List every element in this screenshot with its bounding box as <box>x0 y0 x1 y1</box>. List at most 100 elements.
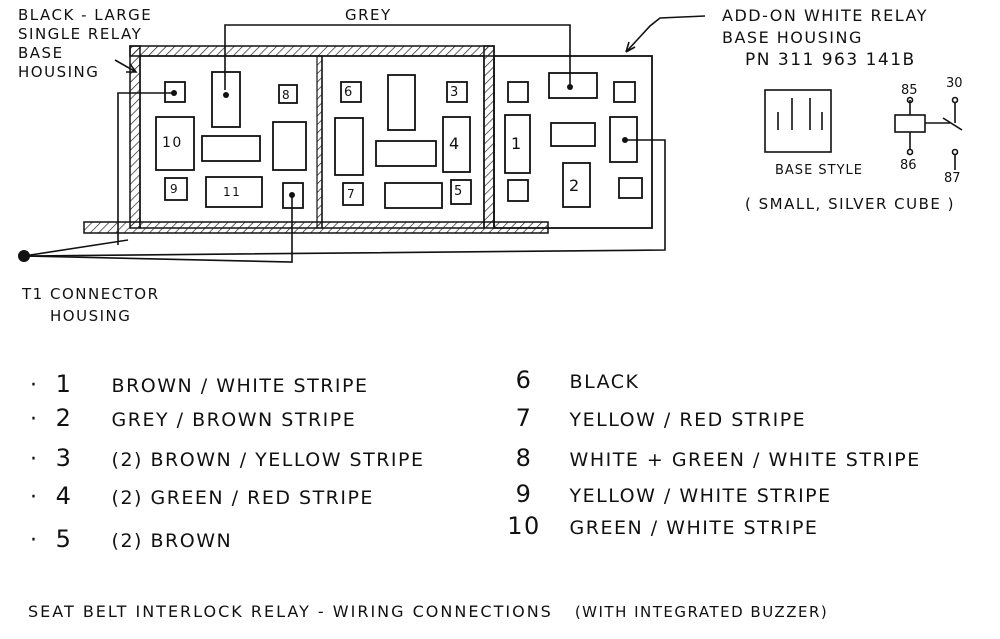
t1-connector-dot <box>18 250 30 262</box>
slot-number-9: 9 <box>170 182 180 196</box>
slot-8 <box>278 84 298 104</box>
black-relay-base-housing <box>129 45 495 229</box>
slot-upper-left <box>164 81 186 103</box>
legend-desc: (2) BROWN / YELLOW STRIPE <box>111 449 425 471</box>
legend-item: ·5 (2) BROWN <box>30 525 233 553</box>
legend-num: 8 <box>515 444 533 472</box>
legend-item: ·4 (2) GREEN / RED STRIPE <box>30 482 374 510</box>
slot-7 <box>342 182 364 206</box>
slot-right-tall <box>272 121 307 171</box>
slot-3 <box>446 81 468 103</box>
legend-num: 6 <box>515 366 533 394</box>
base-style-label: BASE STYLE <box>775 163 863 178</box>
legend-desc: YELLOW / WHITE STRIPE <box>569 485 832 507</box>
addon-slot-9 <box>618 177 643 199</box>
relay-pin-30: 30 <box>946 76 963 91</box>
slot-number-3: 3 <box>450 85 460 100</box>
t1-connector-line-2: HOUSING <box>50 307 132 325</box>
black-housing-line-4: HOUSING <box>18 63 100 81</box>
legend-desc: (2) GREEN / RED STRIPE <box>111 487 374 509</box>
addon-slot-5 <box>550 122 596 147</box>
relay-pin-87: 87 <box>944 171 961 186</box>
wire-left-slot <box>23 92 174 257</box>
slot-1 <box>504 114 531 174</box>
wire-addon <box>23 139 666 257</box>
legend-item: ·2 GREY / BROWN STRIPE <box>30 404 357 432</box>
slot-number-5: 5 <box>454 184 464 199</box>
slot-horizontal <box>201 135 261 162</box>
caption-main: SEAT BELT INTERLOCK RELAY - WIRING CONNE… <box>28 602 553 621</box>
addon-white-relay-base-housing <box>493 55 653 229</box>
relay-pin-86: 86 <box>900 158 917 173</box>
diagram-caption: SEAT BELT INTERLOCK RELAY - WIRING CONNE… <box>28 602 828 621</box>
legend-num: 10 <box>507 512 541 540</box>
legend-num: 4 <box>55 482 73 510</box>
slot-4 <box>442 116 471 173</box>
black-housing-line-3: BASE <box>18 44 64 62</box>
legend-item: ·1 BROWN / WHITE STRIPE <box>30 370 369 398</box>
legend-item: 8 WHITE + GREEN / WHITE STRIPE <box>490 444 921 472</box>
slot-number-4: 4 <box>449 134 461 153</box>
slot-tall-top <box>211 71 241 128</box>
addon-housing-line-1: ADD-ON WHITE RELAY <box>722 6 928 25</box>
wire-lower-right <box>23 195 293 263</box>
slot-number-2: 2 <box>569 176 581 195</box>
slot-9 <box>164 177 188 201</box>
legend-num: 9 <box>515 480 533 508</box>
legend-num: 3 <box>55 444 73 472</box>
slot-number-11: 11 <box>223 185 242 199</box>
relay-schematic <box>894 96 963 170</box>
relay-pin-85: 85 <box>901 83 918 98</box>
black-housing-pointer <box>114 59 138 73</box>
slot-number-8: 8 <box>282 88 292 102</box>
slot-6 <box>340 81 362 103</box>
slot-middle-left-tall <box>334 117 364 176</box>
legend-desc: GREEN / WHITE STRIPE <box>569 517 819 539</box>
slot-11 <box>205 176 263 208</box>
legend-num: 5 <box>55 525 73 553</box>
slot-number-7: 7 <box>347 187 357 201</box>
legend-desc: BROWN / WHITE STRIPE <box>111 375 369 397</box>
slot-number-1: 1 <box>511 134 523 153</box>
addon-housing-pointer <box>625 15 706 53</box>
legend-desc: (2) BROWN <box>111 530 233 552</box>
addon-slot-1 <box>507 81 529 103</box>
part-number-label: PN 311 963 141B <box>745 50 916 70</box>
left-section-slots <box>155 71 307 209</box>
slot-middle-horizontal <box>375 140 437 167</box>
caption-sub: (WITH INTEGRATED BUZZER) <box>574 603 829 621</box>
slot-tall-middle <box>387 74 416 131</box>
legend-item: 9 YELLOW / WHITE STRIPE <box>490 480 832 508</box>
slot-middle-bottom <box>384 182 443 209</box>
cube-note-label: ( SMALL, SILVER CUBE ) <box>745 195 956 213</box>
grey-wire-label: GREY <box>345 6 392 24</box>
legend-desc: YELLOW / RED STRIPE <box>569 409 807 431</box>
legend-num: 7 <box>515 404 533 432</box>
legend-item: 10 GREEN / WHITE STRIPE <box>490 512 818 540</box>
t1-connector-line-1: T1 CONNECTOR <box>22 285 160 303</box>
grey-wire <box>224 24 571 90</box>
base-style-sketch <box>764 89 832 153</box>
legend-desc: GREY / BROWN STRIPE <box>111 409 357 431</box>
addon-slot-2 <box>548 72 598 99</box>
slot-number-6: 6 <box>344 85 354 100</box>
legend-desc: WHITE + GREEN / WHITE STRIPE <box>569 449 921 471</box>
black-housing-line-2: SINGLE RELAY <box>18 25 143 43</box>
addon-slot-3 <box>613 81 636 103</box>
slot-lower-right <box>282 182 304 209</box>
wiring <box>23 15 706 263</box>
legend-item: 6 BLACK <box>490 366 640 394</box>
legend-num: 1 <box>55 370 73 398</box>
slot-2 <box>562 162 591 208</box>
slot-10 <box>155 116 195 171</box>
slot-dots <box>171 84 628 198</box>
addon-slot-7 <box>507 179 529 202</box>
addon-housing-line-2: BASE HOUSING <box>722 28 863 47</box>
legend-item: ·3 (2) BROWN / YELLOW STRIPE <box>30 444 425 472</box>
slot-number-10: 10 <box>162 135 183 151</box>
legend-num: 2 <box>55 404 73 432</box>
middle-section-slots <box>334 74 472 209</box>
legend-desc: BLACK <box>569 371 640 393</box>
mounting-rail <box>83 221 549 234</box>
